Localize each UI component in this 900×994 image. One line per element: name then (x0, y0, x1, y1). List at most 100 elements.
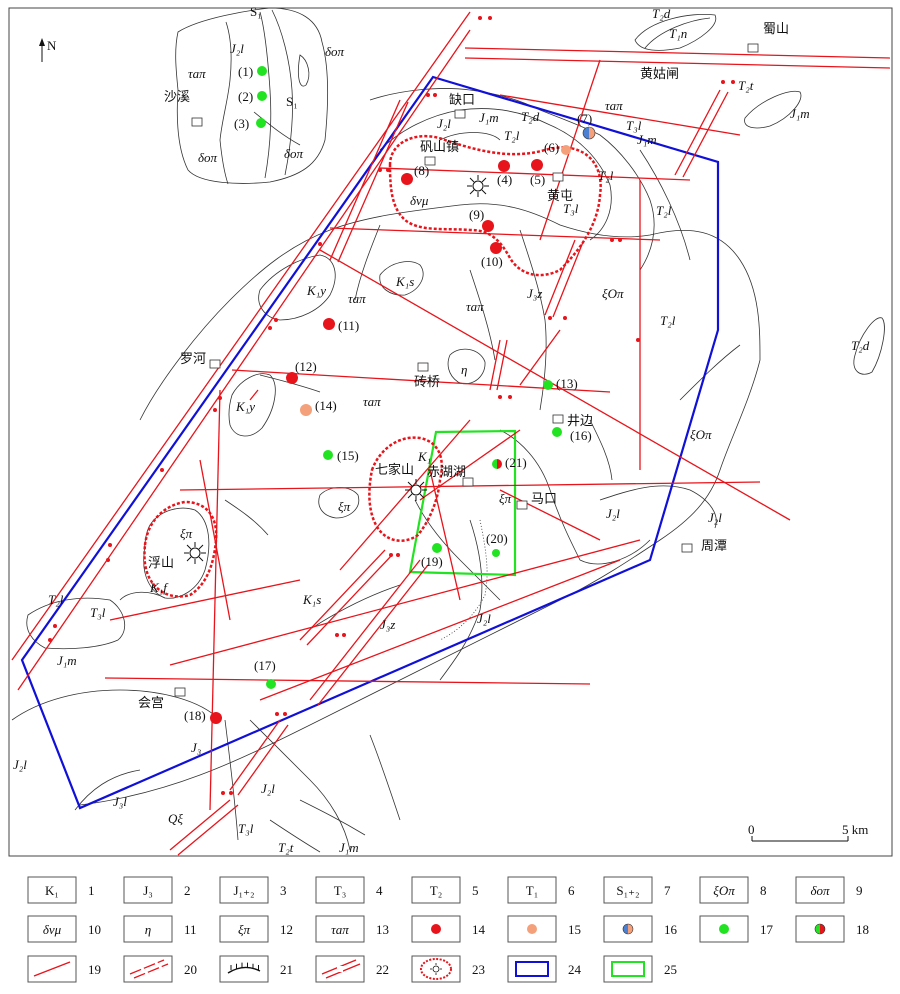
deposit-label: (18) (184, 708, 206, 723)
strata-label: δvμ (410, 193, 429, 208)
town-labels: 沙溪 缺口 矾山镇 黄屯 罗河 砖桥 井边 马口 周潭 会宫 蜀山 黄姑闸 七家… (138, 22, 789, 711)
strata-label: δoπ (198, 150, 218, 165)
deposit-labels: (1) (2) (3) (4) (5) (6) (7) (8) (9) (10)… (184, 64, 592, 723)
deposit-label: (8) (414, 163, 429, 178)
deposit-point-18 (210, 712, 222, 724)
double-faults (169, 89, 729, 856)
legend-swatch (507, 876, 557, 904)
legend-symbol-label: T₁ (526, 883, 538, 898)
deposit-point-11 (323, 318, 335, 330)
strata-label: J₃l (113, 794, 127, 809)
town-label-huangtun: 黄屯 (547, 189, 573, 204)
legend-number: 5 (472, 883, 479, 898)
town-label-zhoutan: 周潭 (701, 539, 727, 554)
strata-label: τaπ (363, 394, 381, 409)
legend-item-17: 17 (699, 915, 774, 943)
town-label-queko: 缺口 (449, 93, 475, 108)
deposit-label: (20) (486, 531, 508, 546)
strata-label: T₁n (669, 26, 687, 41)
strata-label: T₂l (504, 128, 520, 143)
strata-label: J₁m (57, 653, 77, 668)
town-label-fanshan: 矾山镇 (420, 140, 459, 155)
legend-swatch (699, 876, 749, 904)
deposit-label: (15) (337, 448, 359, 463)
legend-item-21: 21 (219, 955, 293, 983)
strata-labels: S₁ J₂l τaπ δoπ S₁ δoπ δoπ T₂d T₁n T₂t J₁… (13, 4, 870, 855)
volcanic-structures (143, 135, 602, 598)
legend-symbol-label: S₁₊₂ (616, 883, 639, 898)
legend-number: 25 (664, 962, 677, 977)
legend-swatch (411, 915, 461, 943)
strata-label: T₂l (48, 592, 64, 607)
strata-label: δoπ (325, 44, 345, 59)
deposit-label: (14) (315, 398, 337, 413)
strata-label: η (461, 362, 467, 377)
strata-label: ξπ (499, 491, 512, 506)
strata-label: ξOπ (690, 427, 712, 442)
legend-item-14: 14 (411, 915, 486, 943)
legend-number: 21 (280, 962, 293, 977)
strata-label: ξπ (338, 499, 351, 514)
legend-swatch (123, 915, 173, 943)
strata-label: J₃z (527, 286, 542, 301)
strata-label: δoπ (284, 146, 304, 161)
dotted-contact (439, 519, 488, 641)
deposit-point-3 (256, 118, 266, 128)
strata-label: τaπ (348, 291, 366, 306)
deposit-point-7 (582, 126, 596, 140)
legend-number: 23 (472, 962, 485, 977)
deposit-point-8 (401, 173, 413, 185)
deposit-point-16 (552, 427, 562, 437)
legend-number: 1 (88, 883, 95, 898)
deposit-label: (12) (295, 359, 317, 374)
strata-label: J₂l (606, 506, 620, 521)
strata-label: J₂l (13, 757, 27, 772)
scale-end-label: 5 km (842, 822, 868, 837)
strata-label: K₁s (302, 592, 321, 607)
strata-label: J₂l (708, 510, 722, 525)
legend-symbol-label: ξOπ (713, 883, 735, 898)
strata-label: T₂l (660, 313, 676, 328)
fanshan-volcanic-ring (388, 135, 602, 277)
legend-item-1: K₁ 1 (27, 876, 95, 904)
deposit-point-1 (257, 66, 267, 76)
deposit-point-6 (561, 145, 571, 155)
town-label-huiguan: 会宫 (138, 696, 164, 711)
legend-number: 19 (88, 962, 101, 977)
strata-label: K₁s (395, 274, 414, 289)
strata-label: τaπ (466, 299, 484, 314)
legend-swatch (27, 876, 77, 904)
legend-swatch (123, 955, 173, 983)
town-label-shushan: 蜀山 (763, 22, 789, 37)
legend-symbol-label: δoπ (810, 883, 830, 898)
town-label-shaxi: 沙溪 (164, 90, 190, 105)
legend-symbol-label: K₁ (45, 883, 59, 898)
legend-swatch (315, 915, 365, 943)
strata-label: T₂d (652, 6, 671, 21)
deposit-label: (21) (505, 455, 527, 470)
legend-item-24: 24 (507, 955, 582, 983)
strata-label: T₂d (521, 109, 540, 124)
legend-symbol-label: J₁₊₂ (234, 883, 255, 898)
north-arrow: N (39, 38, 57, 62)
legend-number: 18 (856, 922, 869, 937)
legend-symbol-label: T₃ (334, 883, 346, 898)
legend-number: 22 (376, 962, 389, 977)
strata-label: J₁m (637, 132, 657, 147)
volcano-label-qijiashan: 七家山 (375, 462, 414, 478)
legend-symbol-label: ξπ (238, 922, 251, 937)
deposit-label: (6) (544, 140, 559, 155)
study-area-boundary (20, 75, 720, 810)
strata-label: ξOπ (602, 286, 624, 301)
legend-item-23: 23 (411, 955, 485, 983)
legend-item-15: 15 (507, 915, 581, 943)
legend-swatch (603, 876, 653, 904)
legend-number: 3 (280, 883, 287, 898)
legend-number: 7 (664, 883, 671, 898)
deposit-point-19 (432, 543, 442, 553)
deposit-label: (3) (234, 116, 249, 131)
legend-number: 9 (856, 883, 863, 898)
deposit-point-15 (323, 450, 333, 460)
